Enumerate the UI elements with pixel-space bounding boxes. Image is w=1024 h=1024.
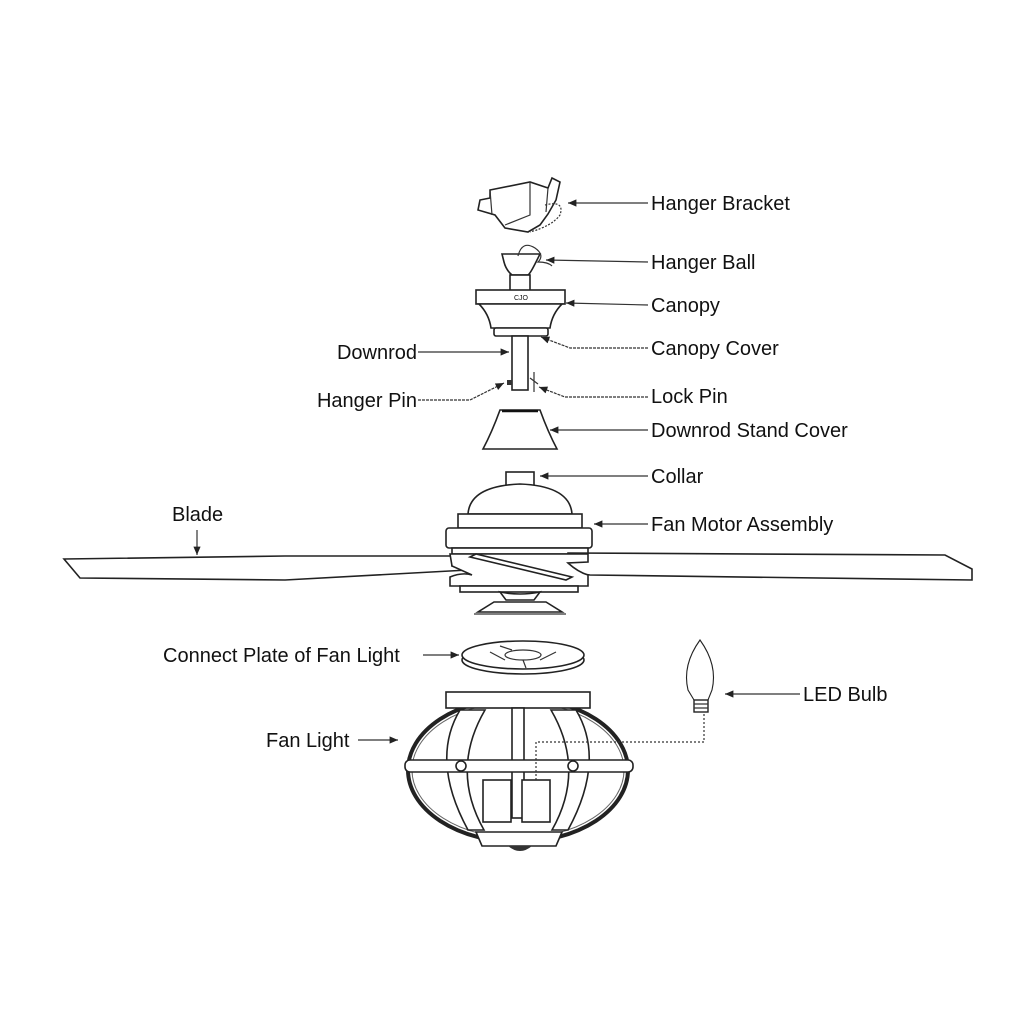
connect-plate (461, 640, 585, 675)
led-bulb (685, 639, 715, 713)
label-hanger-bracket: Hanger Bracket (651, 193, 790, 215)
label-collar: Collar (651, 466, 704, 488)
label-led-bulb: LED Bulb (803, 684, 888, 706)
hanger-bracket (477, 176, 562, 233)
label-hanger-pin: Hanger Pin (317, 390, 417, 412)
downrod-stand-cover (481, 409, 559, 450)
lock-pin (529, 372, 539, 392)
label-connect-plate: Connect Plate of Fan Light (163, 645, 400, 667)
label-fan-motor-assembly: Fan Motor Assembly (651, 514, 833, 536)
fan-light (404, 691, 634, 851)
hanger-ball (500, 244, 553, 292)
blade-left (62, 555, 469, 581)
downrod (511, 335, 529, 391)
label-hanger-ball: Hanger Ball (651, 252, 756, 274)
canopy: CJO (475, 289, 566, 329)
canopy-cover (493, 327, 549, 337)
blade-right (567, 552, 973, 581)
label-canopy-cover: Canopy Cover (651, 338, 779, 360)
label-lock-pin: Lock Pin (651, 386, 728, 408)
motor-blade-hub (449, 553, 589, 615)
label-downrod: Downrod (337, 342, 417, 364)
label-downrod-stand-cover: Downrod Stand Cover (651, 420, 848, 442)
label-blade: Blade (172, 504, 223, 526)
label-fan-light: Fan Light (266, 730, 350, 752)
hanger-pin (507, 380, 512, 385)
label-canopy: Canopy (651, 295, 720, 317)
svg-text:CJO: CJO (514, 295, 529, 302)
fan-motor-assembly (445, 471, 593, 555)
